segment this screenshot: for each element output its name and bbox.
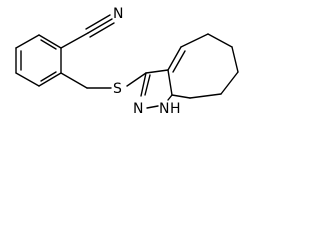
nitrile-nitrogen-label: N (113, 6, 123, 22)
benzene-bond (15, 72, 40, 87)
chemical-structure-diagram: N S N N H (15, 6, 239, 117)
benzene-bond (38, 72, 62, 87)
sulfur-label: S (113, 81, 122, 97)
thioether-bond (126, 72, 147, 87)
azepine-bond (231, 46, 239, 73)
azepine-double-bond (172, 50, 186, 73)
azepine-bond (180, 33, 209, 48)
triazole-bond (167, 94, 173, 101)
azepine-bond (207, 33, 233, 48)
benzene-bond (15, 34, 40, 49)
nitrile-single-bond (60, 32, 89, 49)
nh-nitrogen-label: N (159, 101, 169, 117)
azepine-bond (189, 93, 222, 99)
benzene-bond (38, 34, 62, 49)
nitrile-triple-bond (85, 14, 111, 30)
triazole-double-bond (144, 74, 151, 96)
triazole-bond (146, 105, 159, 109)
methylene-bond (60, 72, 88, 89)
triazole-double-bond (140, 72, 147, 97)
benzene-double-bond (40, 39, 57, 50)
azepine-double-bond (167, 46, 182, 71)
benzene-double-bond (40, 71, 57, 82)
nitrile-triple-bond (87, 18, 113, 34)
triazole-bond (167, 69, 173, 96)
ring-nitrogen-label: N (133, 101, 143, 117)
nh-hydrogen-label: H (170, 101, 181, 117)
azepine-bond (220, 71, 239, 95)
atom-labels: N S N N H (113, 6, 181, 117)
bond-lines (15, 14, 239, 109)
nitrile-triple-bond (89, 22, 115, 38)
triazole-bond (145, 69, 169, 74)
azepine-bond (171, 94, 191, 99)
